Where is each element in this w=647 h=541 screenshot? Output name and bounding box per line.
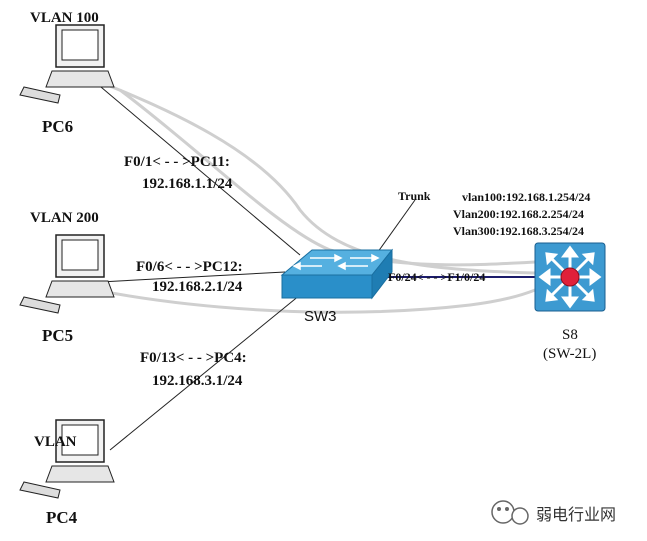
pc4-name-label: PC4 [46, 508, 78, 527]
trunk-label: Trunk [398, 189, 431, 203]
link-port-label: F0/1< - - >PC11: [124, 154, 230, 170]
link-pc4-sw3 [109, 294, 301, 451]
pc4-vlan-label: VLAN [34, 434, 77, 450]
link-ip-label: 192.168.3.1/24 [152, 373, 243, 389]
pc6-name-label: PC6 [42, 117, 73, 136]
svi-label: vlan100:192.168.1.254/24 [462, 190, 590, 204]
sw3-switch-icon [280, 248, 394, 300]
link-port-label: F0/6< - - >PC12: [136, 259, 243, 275]
svi-label: Vlan200:192.168.2.254/24 [453, 207, 584, 221]
pc6-trunk-curve [94, 78, 536, 275]
pc5-name-label: PC5 [42, 326, 73, 345]
pc6-computer-icon [19, 24, 115, 104]
link-ip-label: 192.168.2.1/24 [152, 279, 243, 295]
link-pc5-sw3 [99, 271, 286, 283]
sw3-name-label: SW3 [304, 308, 337, 325]
pc5-vlan-label: VLAN 200 [30, 210, 99, 226]
uplink-port-label: F0/24< - - >F1/0/24 [388, 270, 485, 284]
watermark: 弱电行业网 [491, 500, 616, 525]
pc6-vlan-label: VLAN 100 [30, 10, 99, 26]
s8-subtitle-label: (SW-2L) [543, 346, 596, 362]
link-ip-label: 192.168.1.1/24 [142, 176, 233, 192]
access-links [94, 81, 416, 451]
pc5-computer-icon [19, 234, 115, 314]
pc5-trunk-curve [94, 288, 536, 314]
s8-l3-switch-icon [534, 242, 606, 312]
watermark-text: 弱电行业网 [536, 505, 616, 524]
svi-label: Vlan300:192.168.3.254/24 [453, 224, 584, 238]
s8-name-label: S8 [562, 327, 578, 343]
link-port-label: F0/13< - - >PC4: [140, 350, 247, 366]
pc4-computer-icon [19, 419, 115, 499]
link-pc6-sw3 [94, 81, 301, 256]
